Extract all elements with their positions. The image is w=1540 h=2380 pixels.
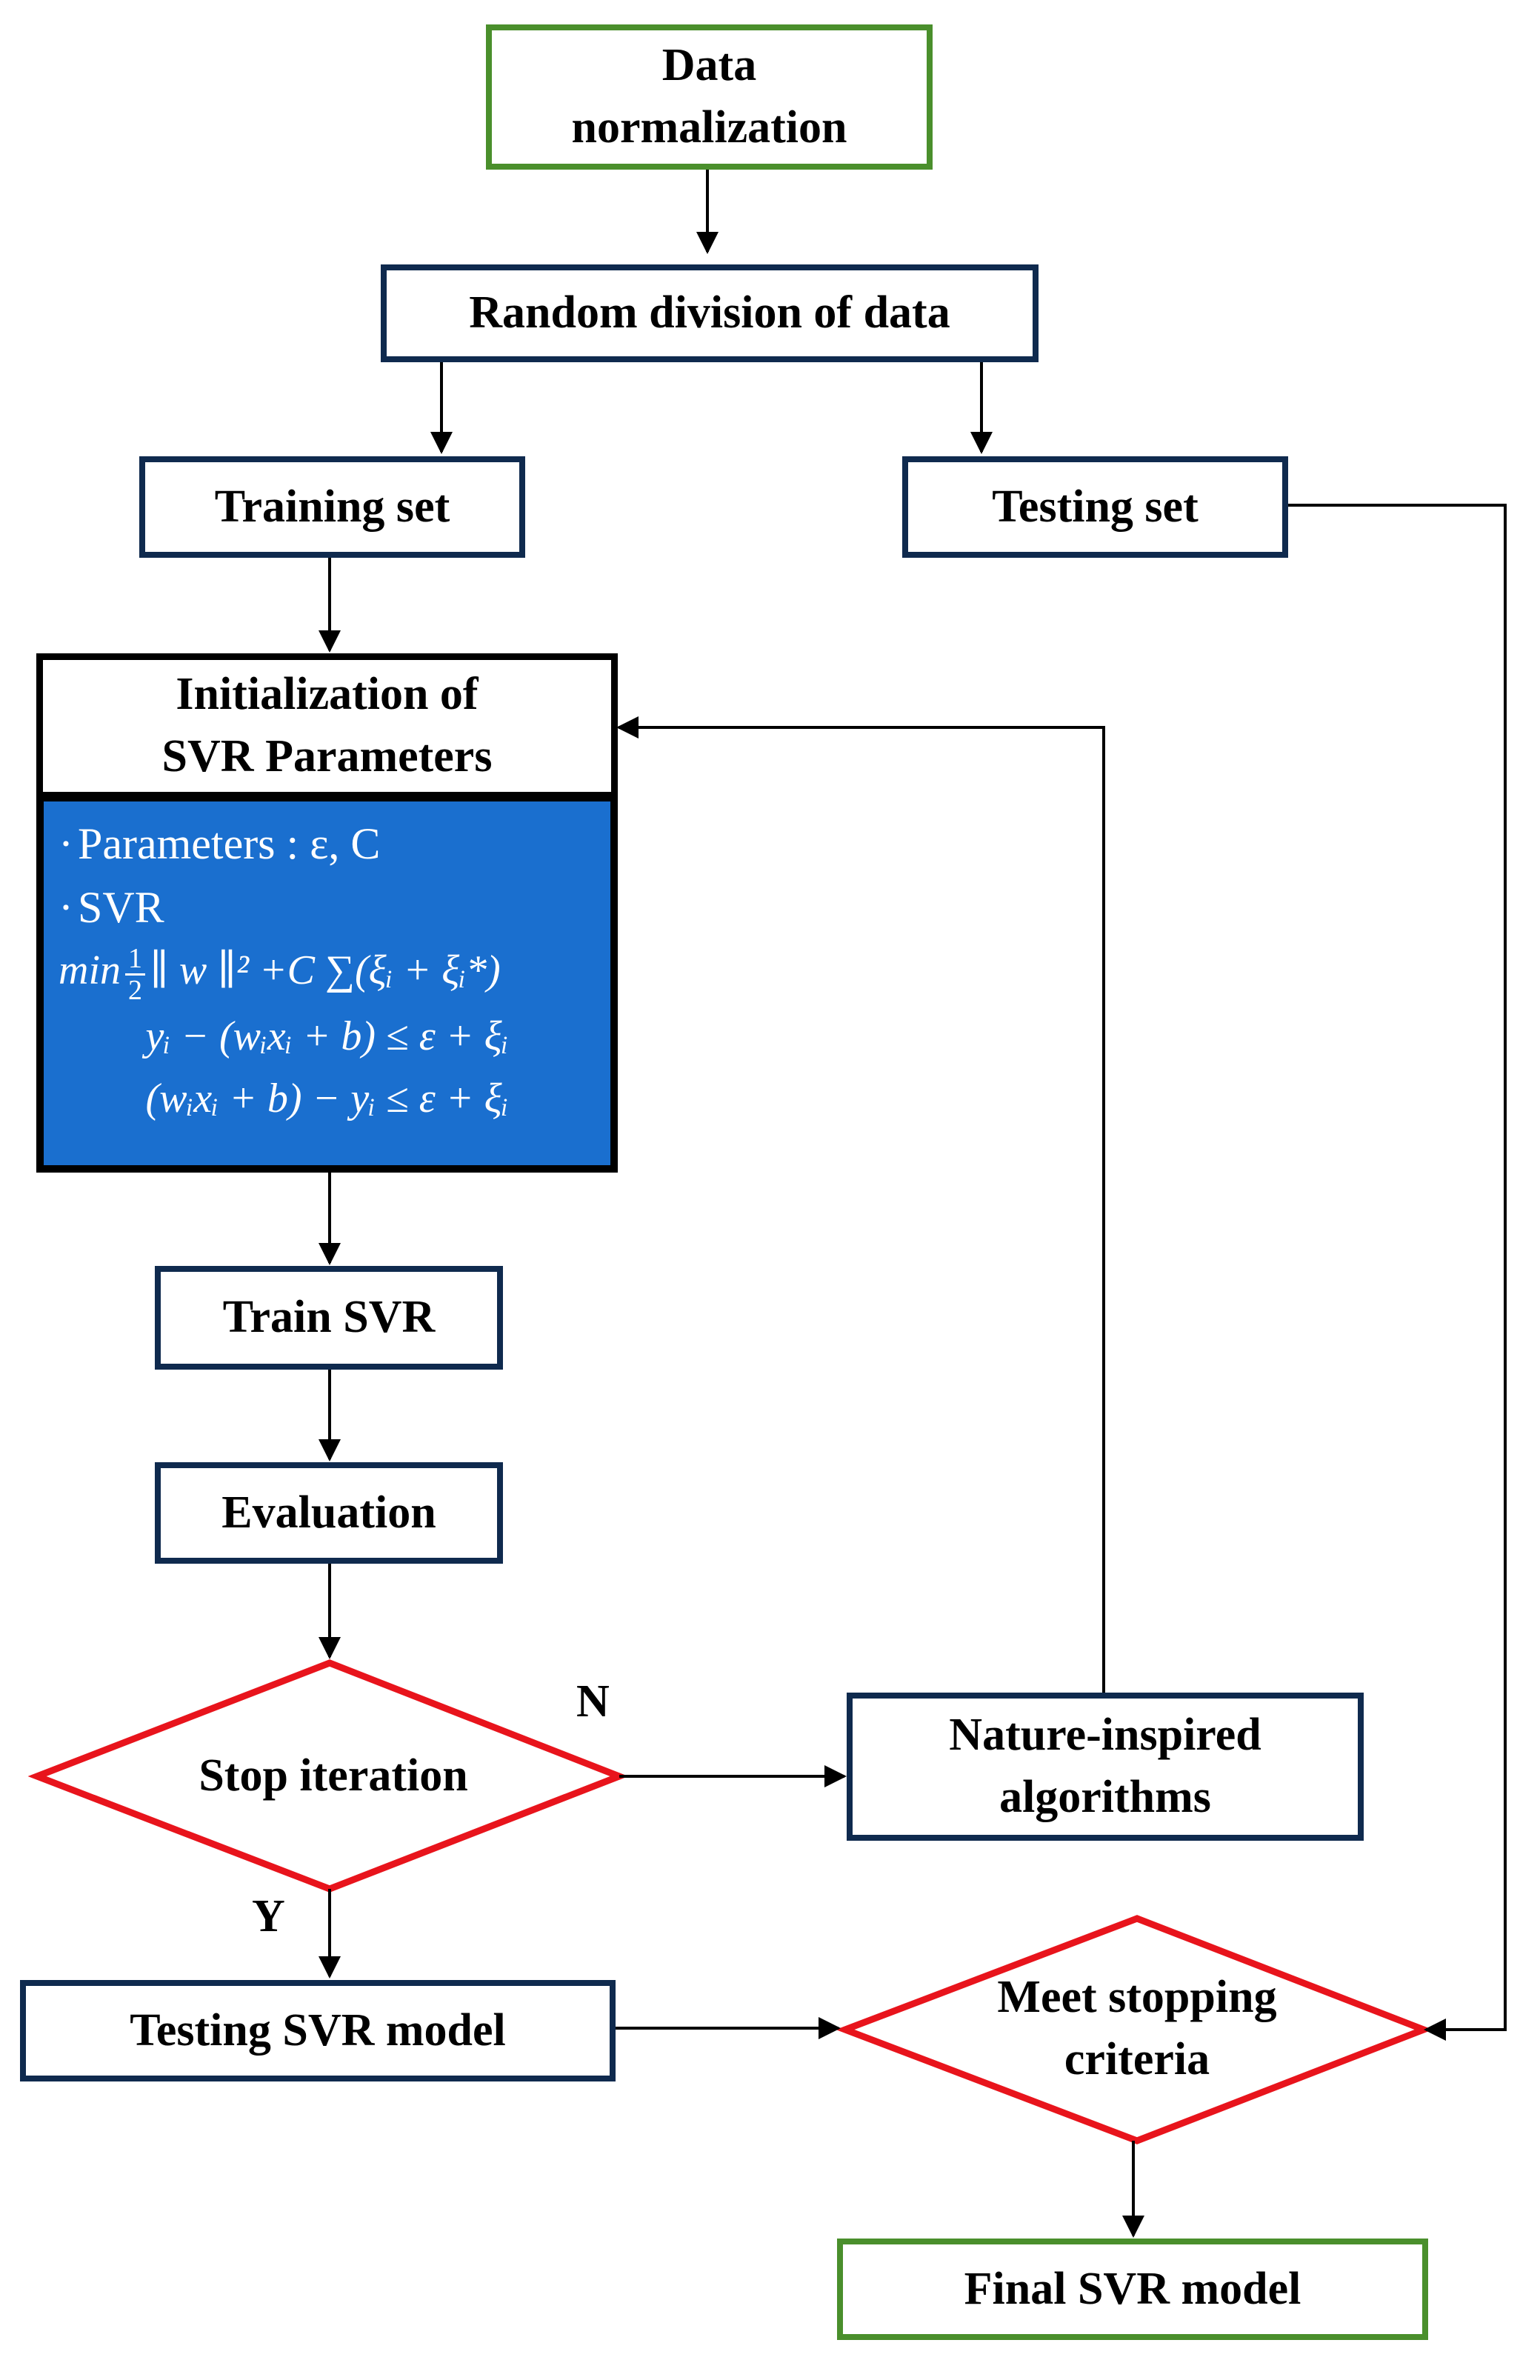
nature-inspired-box: Nature-inspired algorithms — [847, 1693, 1364, 1841]
training-set-box: Training set — [139, 456, 525, 558]
evaluation-label: Evaluation — [221, 1487, 436, 1538]
bullet-svr: ·SVR — [59, 876, 596, 939]
bullet-dot: · — [59, 883, 73, 932]
final-svr-model-box: Final SVR model — [837, 2239, 1428, 2340]
edge-nature-to-init — [616, 716, 1105, 1693]
bullet-svr-text: SVR — [77, 883, 164, 932]
fraction-denominator: 2 — [128, 974, 142, 1006]
init-svr-parameters-box: Initialization of SVR Parameters — [36, 653, 618, 799]
meet-stopping-line-2: criteria — [1064, 2034, 1210, 2084]
train-svr-box: Train SVR — [155, 1266, 503, 1370]
formula-objective-prefix: min — [59, 947, 121, 993]
bullet-parameters-text: Parameters : ε, C — [77, 819, 381, 868]
train-svr-label: Train SVR — [222, 1292, 436, 1343]
testing-svr-model-box: Testing SVR model — [20, 1980, 616, 2081]
meet-stopping-label-wrap: Meet stopping criteria — [915, 1966, 1359, 2092]
random-division-box: Random division of data — [381, 264, 1039, 362]
testing-svr-model-label: Testing SVR model — [130, 2004, 506, 2056]
meet-stopping-diamond — [836, 1915, 1433, 2144]
testing-set-label: Testing set — [992, 481, 1199, 532]
edge-label-yes: Y — [252, 1891, 285, 1941]
nature-inspired-line-2: algorithms — [999, 1772, 1211, 1822]
edge-label-no: N — [576, 1676, 610, 1727]
data-normalization-box: Data normalization — [486, 24, 933, 170]
random-division-label: Random division of data — [469, 287, 950, 339]
evaluation-box: Evaluation — [155, 1462, 503, 1564]
formula-constraint-1: yᵢ − (wᵢxᵢ + b) ≤ ε + ξᵢ — [145, 1013, 509, 1059]
fraction-numerator: 1 — [125, 944, 145, 976]
stop-iteration-label: Stop iteration — [199, 1750, 468, 1801]
training-set-label: Training set — [214, 481, 450, 532]
stop-iteration-label-wrap: Stop iteration — [111, 1733, 556, 1819]
final-svr-model-label: Final SVR model — [964, 2263, 1301, 2314]
bullet-dot: · — [59, 819, 73, 868]
testing-set-box: Testing set — [902, 456, 1288, 558]
edge-testing-set-to-meet — [1287, 504, 1507, 2041]
meet-stopping-line-1: Meet stopping — [997, 1972, 1277, 2023]
nature-inspired-line-1: Nature-inspired — [949, 1710, 1261, 1761]
data-normalization-line-2: normalization — [571, 102, 847, 153]
init-svr-line-2: SVR Parameters — [161, 731, 493, 781]
data-normalization-line-1: Data — [661, 40, 757, 91]
bullet-parameters: ·Parameters : ε, C — [59, 812, 596, 876]
formula-constraint-2: (wᵢxᵢ + b) − yᵢ ≤ ε + ξᵢ — [145, 1075, 509, 1121]
formula-objective-body: ∥ w ∥² +C ∑(ξᵢ + ξᵢ*) — [150, 947, 501, 993]
init-svr-line-1: Initialization of — [176, 669, 479, 720]
